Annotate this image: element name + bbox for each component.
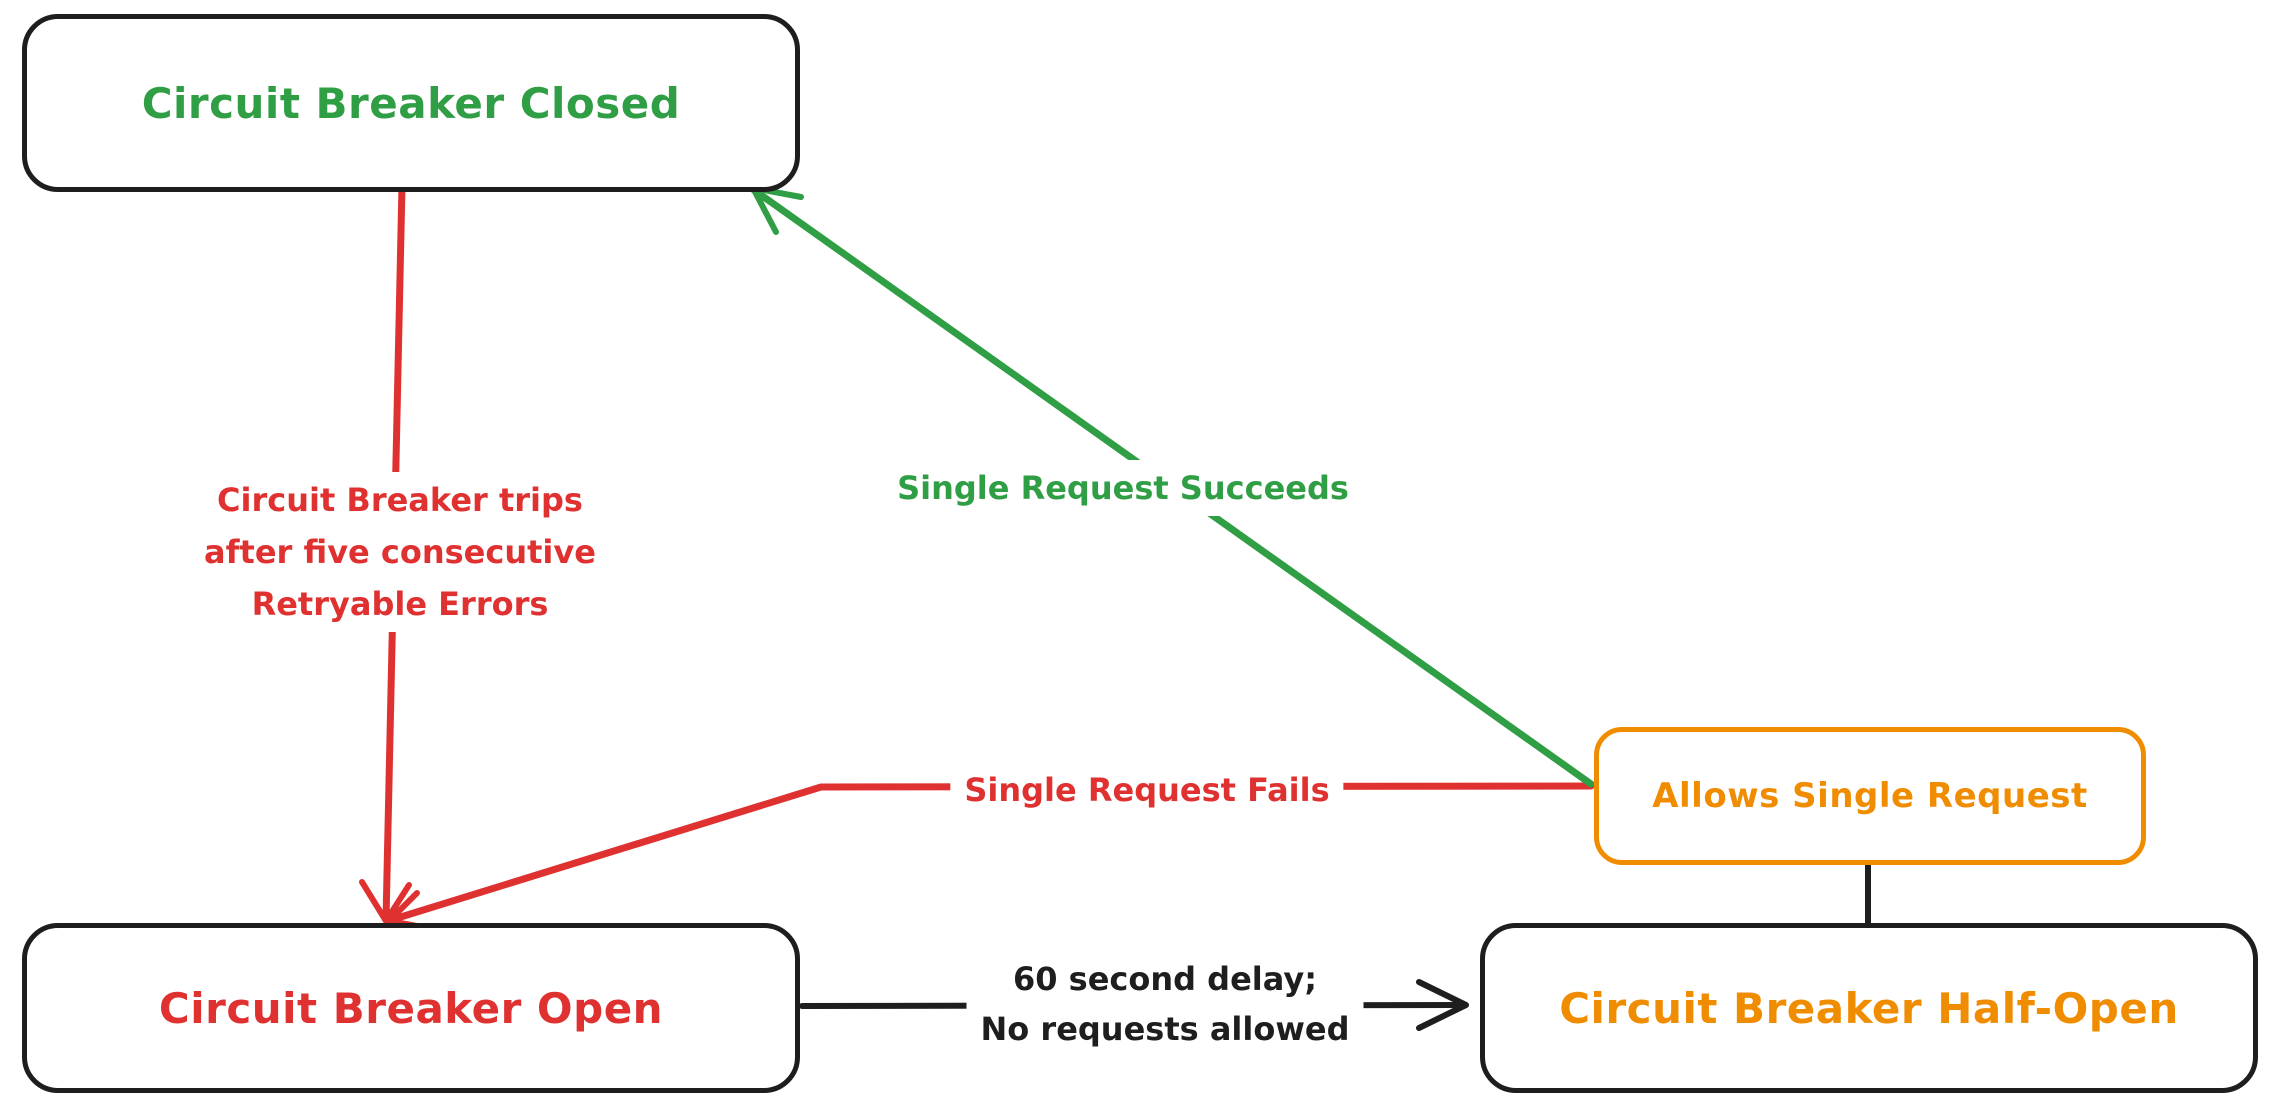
edge-label-delay-line-1: 60 second delay; — [1012, 960, 1318, 998]
edge-label-delay: 60 second delay; No requests allowed — [966, 952, 1364, 1056]
edge-label-trips: Circuit Breaker trips after five consecu… — [190, 472, 610, 632]
node-half-open-label: Circuit Breaker Half-Open — [1559, 983, 2179, 1033]
edge-label-delay-line-2: No requests allowed — [980, 1010, 1350, 1048]
edge-label-fails: Single Request Fails — [950, 762, 1344, 818]
node-circuit-breaker-open: Circuit Breaker Open — [22, 923, 800, 1093]
edge-delay-arrowhead — [1416, 979, 1469, 1031]
edge-label-trips-line-1: Circuit Breaker trips — [217, 481, 583, 519]
node-allows-single-request: Allows Single Request — [1594, 727, 2146, 865]
node-circuit-breaker-half-open: Circuit Breaker Half-Open — [1480, 923, 2258, 1093]
node-open-label: Circuit Breaker Open — [158, 983, 664, 1033]
edge-label-trips-line-2: after five consecutive — [204, 533, 596, 571]
node-allows-label: Allows Single Request — [1652, 776, 2088, 816]
node-closed-label: Circuit Breaker Closed — [141, 78, 681, 128]
node-circuit-breaker-closed: Circuit Breaker Closed — [22, 14, 800, 192]
edge-label-succeeds: Single Request Succeeds — [883, 460, 1363, 516]
edge-label-trips-line-3: Retryable Errors — [251, 585, 549, 623]
